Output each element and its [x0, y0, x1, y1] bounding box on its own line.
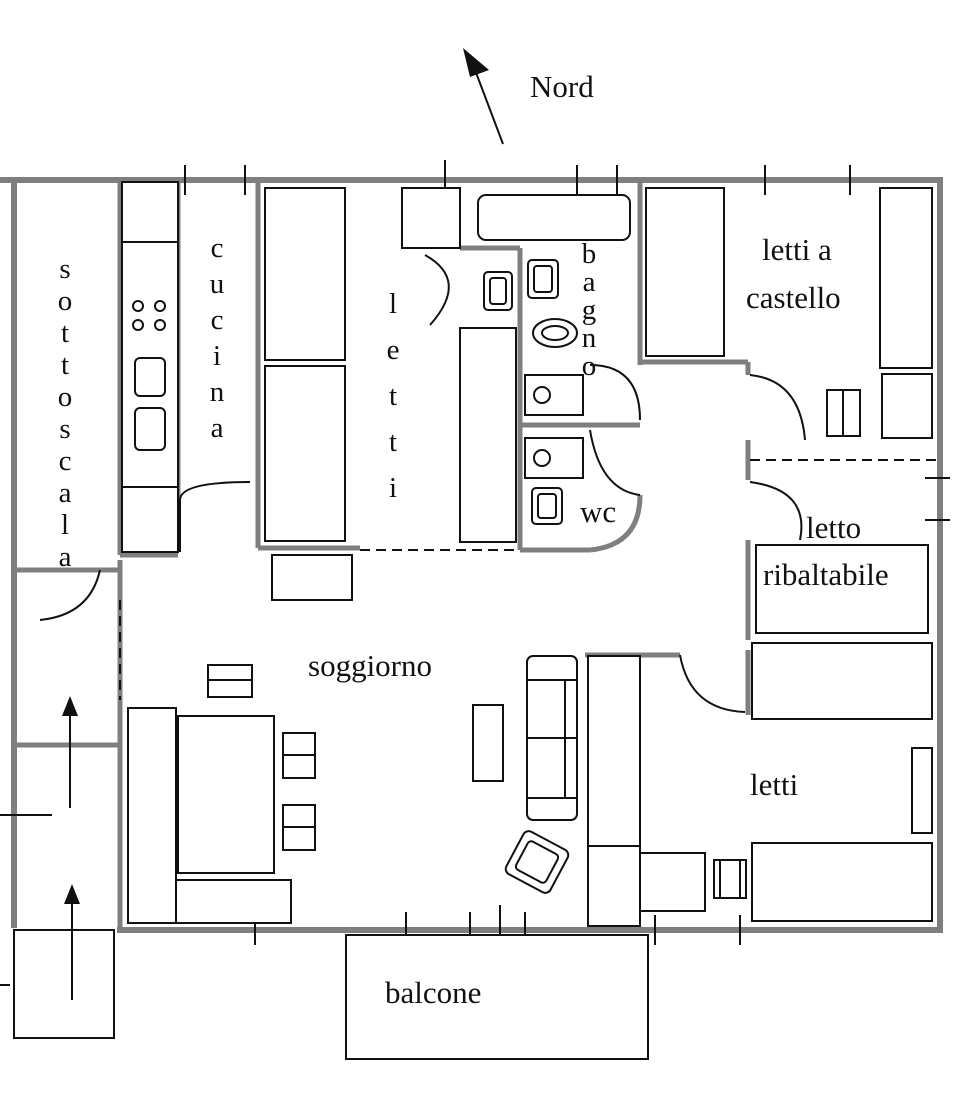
letti-castello-label-1: letti a	[762, 232, 832, 267]
letto-ribaltabile-label-2: ribaltabile	[763, 557, 889, 592]
north-label: Nord	[530, 69, 594, 104]
bathroom-fixtures	[477, 194, 631, 525]
stair-arrow-icon	[62, 696, 80, 1000]
bunk-room-furniture	[645, 187, 933, 439]
interior-walls	[14, 180, 751, 748]
balcony	[345, 934, 649, 1060]
kitchen-furniture	[121, 181, 179, 553]
sottoscala-label: sottoscala	[49, 253, 81, 573]
foldaway-bed	[755, 544, 929, 634]
letti-vertical-label: letti	[377, 288, 409, 518]
letti-castello-label-2: castello	[746, 280, 841, 315]
bedroom-furniture	[587, 642, 933, 927]
dashed-partitions	[119, 459, 940, 700]
north-arrow-icon	[463, 48, 504, 145]
bagno-label: bagno	[573, 238, 605, 378]
soggiorno-label: soggiorno	[308, 648, 432, 683]
letti-label: letti	[750, 767, 799, 802]
balcone-label: balcone	[385, 975, 481, 1010]
cucina-label: cucina	[201, 232, 233, 448]
doors	[39, 254, 806, 713]
living-room-furniture	[127, 655, 578, 924]
letto-ribaltabile-label-1: letto	[806, 510, 861, 545]
wc-label: wc	[580, 494, 616, 529]
stair-area	[0, 814, 115, 1039]
letti-room-beds	[264, 187, 517, 601]
